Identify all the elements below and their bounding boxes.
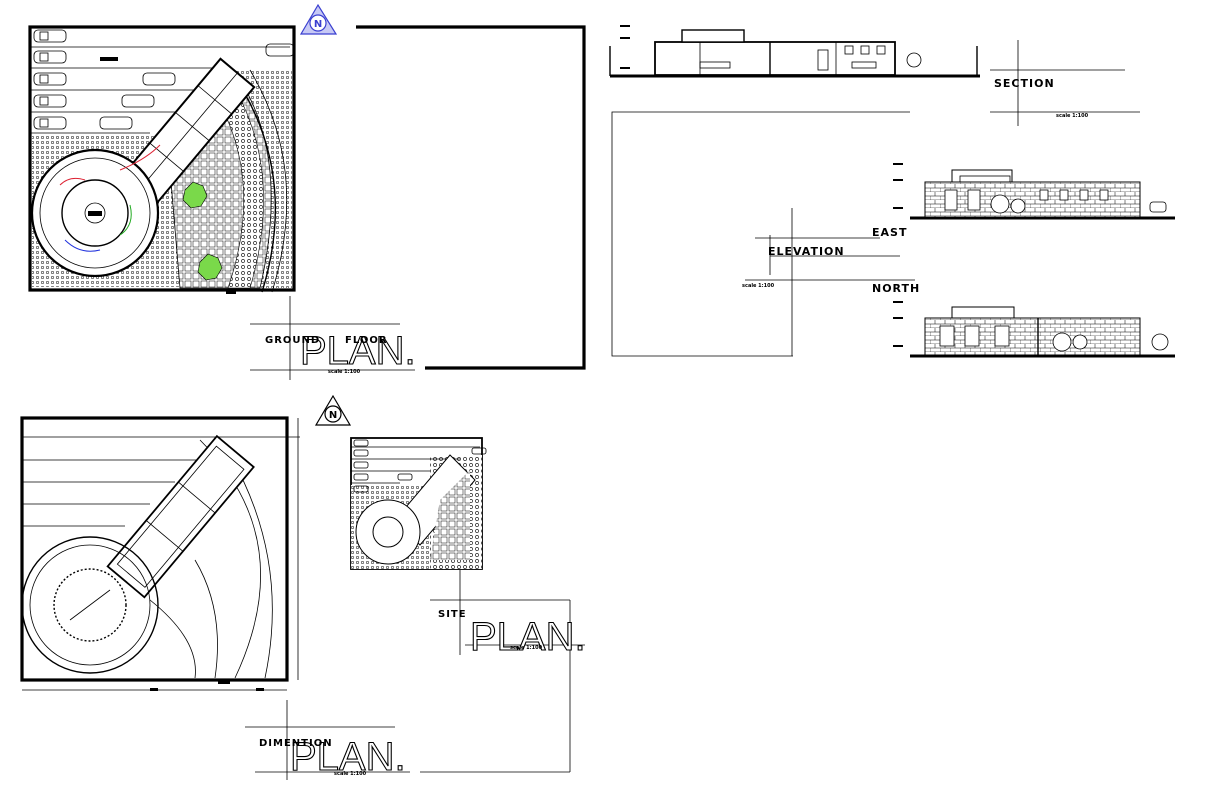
north-label: N [314,19,322,30]
north-elevation [893,301,1175,358]
sheet-frame [356,25,586,370]
tree-icon [1072,334,1088,350]
north-arrow-icon: N [314,394,352,426]
tree-icon [1151,333,1169,351]
tree-icon [1010,198,1026,214]
site-plan: PLAN. SITE scale 1:100 [350,437,586,773]
parking-area [30,46,290,134]
tree-icon [906,52,922,68]
elevation-frame: EAST ELEVATION NORTH scale 1:100 [611,111,920,357]
ground-floor-plan: N PLAN. GROUND FLOOR scale 1:100 [28,3,586,380]
plot-boundary [28,25,296,292]
title-word: SITE [438,609,467,620]
dimension-wing [106,434,255,599]
building-wing [122,57,256,204]
north-label: N [329,410,337,421]
scale-label: scale 1:100 [328,369,361,375]
tree-icon [990,194,1010,214]
section-drawing: SECTION scale 1:100 [609,25,1140,126]
scale-label: scale 1:100 [510,645,543,651]
elevation-scale: scale 1:100 [742,283,775,289]
east-elevation [893,163,1175,220]
car-icon [1149,201,1167,213]
elevation-east-label: EAST [872,226,907,239]
scale-label: scale 1:100 [334,771,367,777]
dotted-lawn [214,79,264,289]
parking-tag [100,57,118,61]
tree-icon [1052,332,1072,352]
car-icons [33,29,295,130]
section-title: SECTION [994,77,1055,90]
title-word: DIMENTION [259,738,333,749]
dimension-plan: N PLAN. DIMENTION scale 1:100 [20,394,410,780]
circular-building [30,144,161,278]
tree-icon [182,181,208,209]
dimension-boundary [20,416,289,682]
title-word-1: GROUND [265,335,320,346]
title-big: PLAN. [300,329,416,373]
title-big: PLAN. [290,735,406,779]
title-word-2: FLOOR [345,335,388,346]
ground-floor-title: PLAN. GROUND FLOOR scale 1:100 [250,296,416,380]
elevation-north-label: NORTH [872,282,920,295]
elevation-title: ELEVATION [768,245,845,258]
tree-icon [197,253,223,281]
section-scale: scale 1:100 [1056,113,1089,119]
north-arrow-icon: N [299,3,338,35]
title-big: PLAN. [470,615,586,659]
